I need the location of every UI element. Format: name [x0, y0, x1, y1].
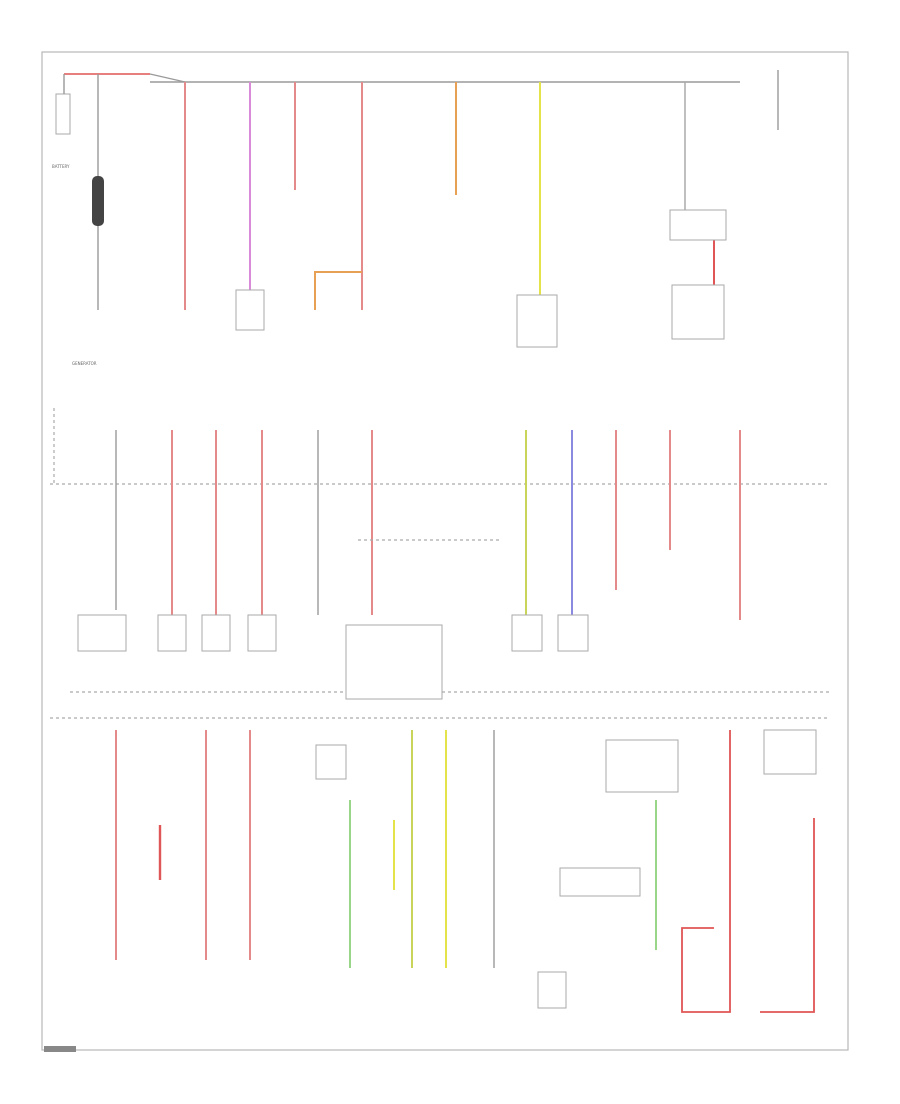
- low-component-bottom: [537, 971, 567, 1009]
- mid-component-6: [511, 614, 543, 652]
- mid-component-7: [557, 614, 589, 652]
- mid-component-3: [201, 614, 231, 652]
- low-junction-box: [559, 867, 641, 897]
- fusible-link-element: [92, 176, 104, 226]
- relay-component: [671, 284, 725, 340]
- top-component-2: [516, 294, 558, 348]
- low-component-right: [763, 729, 817, 775]
- orange-branch: [314, 271, 362, 310]
- mid-component-2: [157, 614, 187, 652]
- bus-tie: [149, 73, 186, 83]
- battery-symbol: [55, 93, 71, 135]
- low-relay-2: [605, 739, 679, 793]
- battery-label: BATTERY: [52, 164, 70, 169]
- mid-component-4: [247, 614, 277, 652]
- low-red-loop: [681, 730, 731, 1013]
- top-component-1: [235, 289, 265, 331]
- mid-component-5: [345, 624, 443, 700]
- mid-component-1: [77, 614, 127, 652]
- footer-tag: [44, 1046, 76, 1052]
- low-relay-1: [315, 744, 347, 780]
- low-red-return: [760, 818, 815, 1013]
- relay-box: [669, 209, 727, 241]
- diagram-border: [41, 51, 849, 1051]
- generator-label: GENERATOR: [72, 361, 97, 366]
